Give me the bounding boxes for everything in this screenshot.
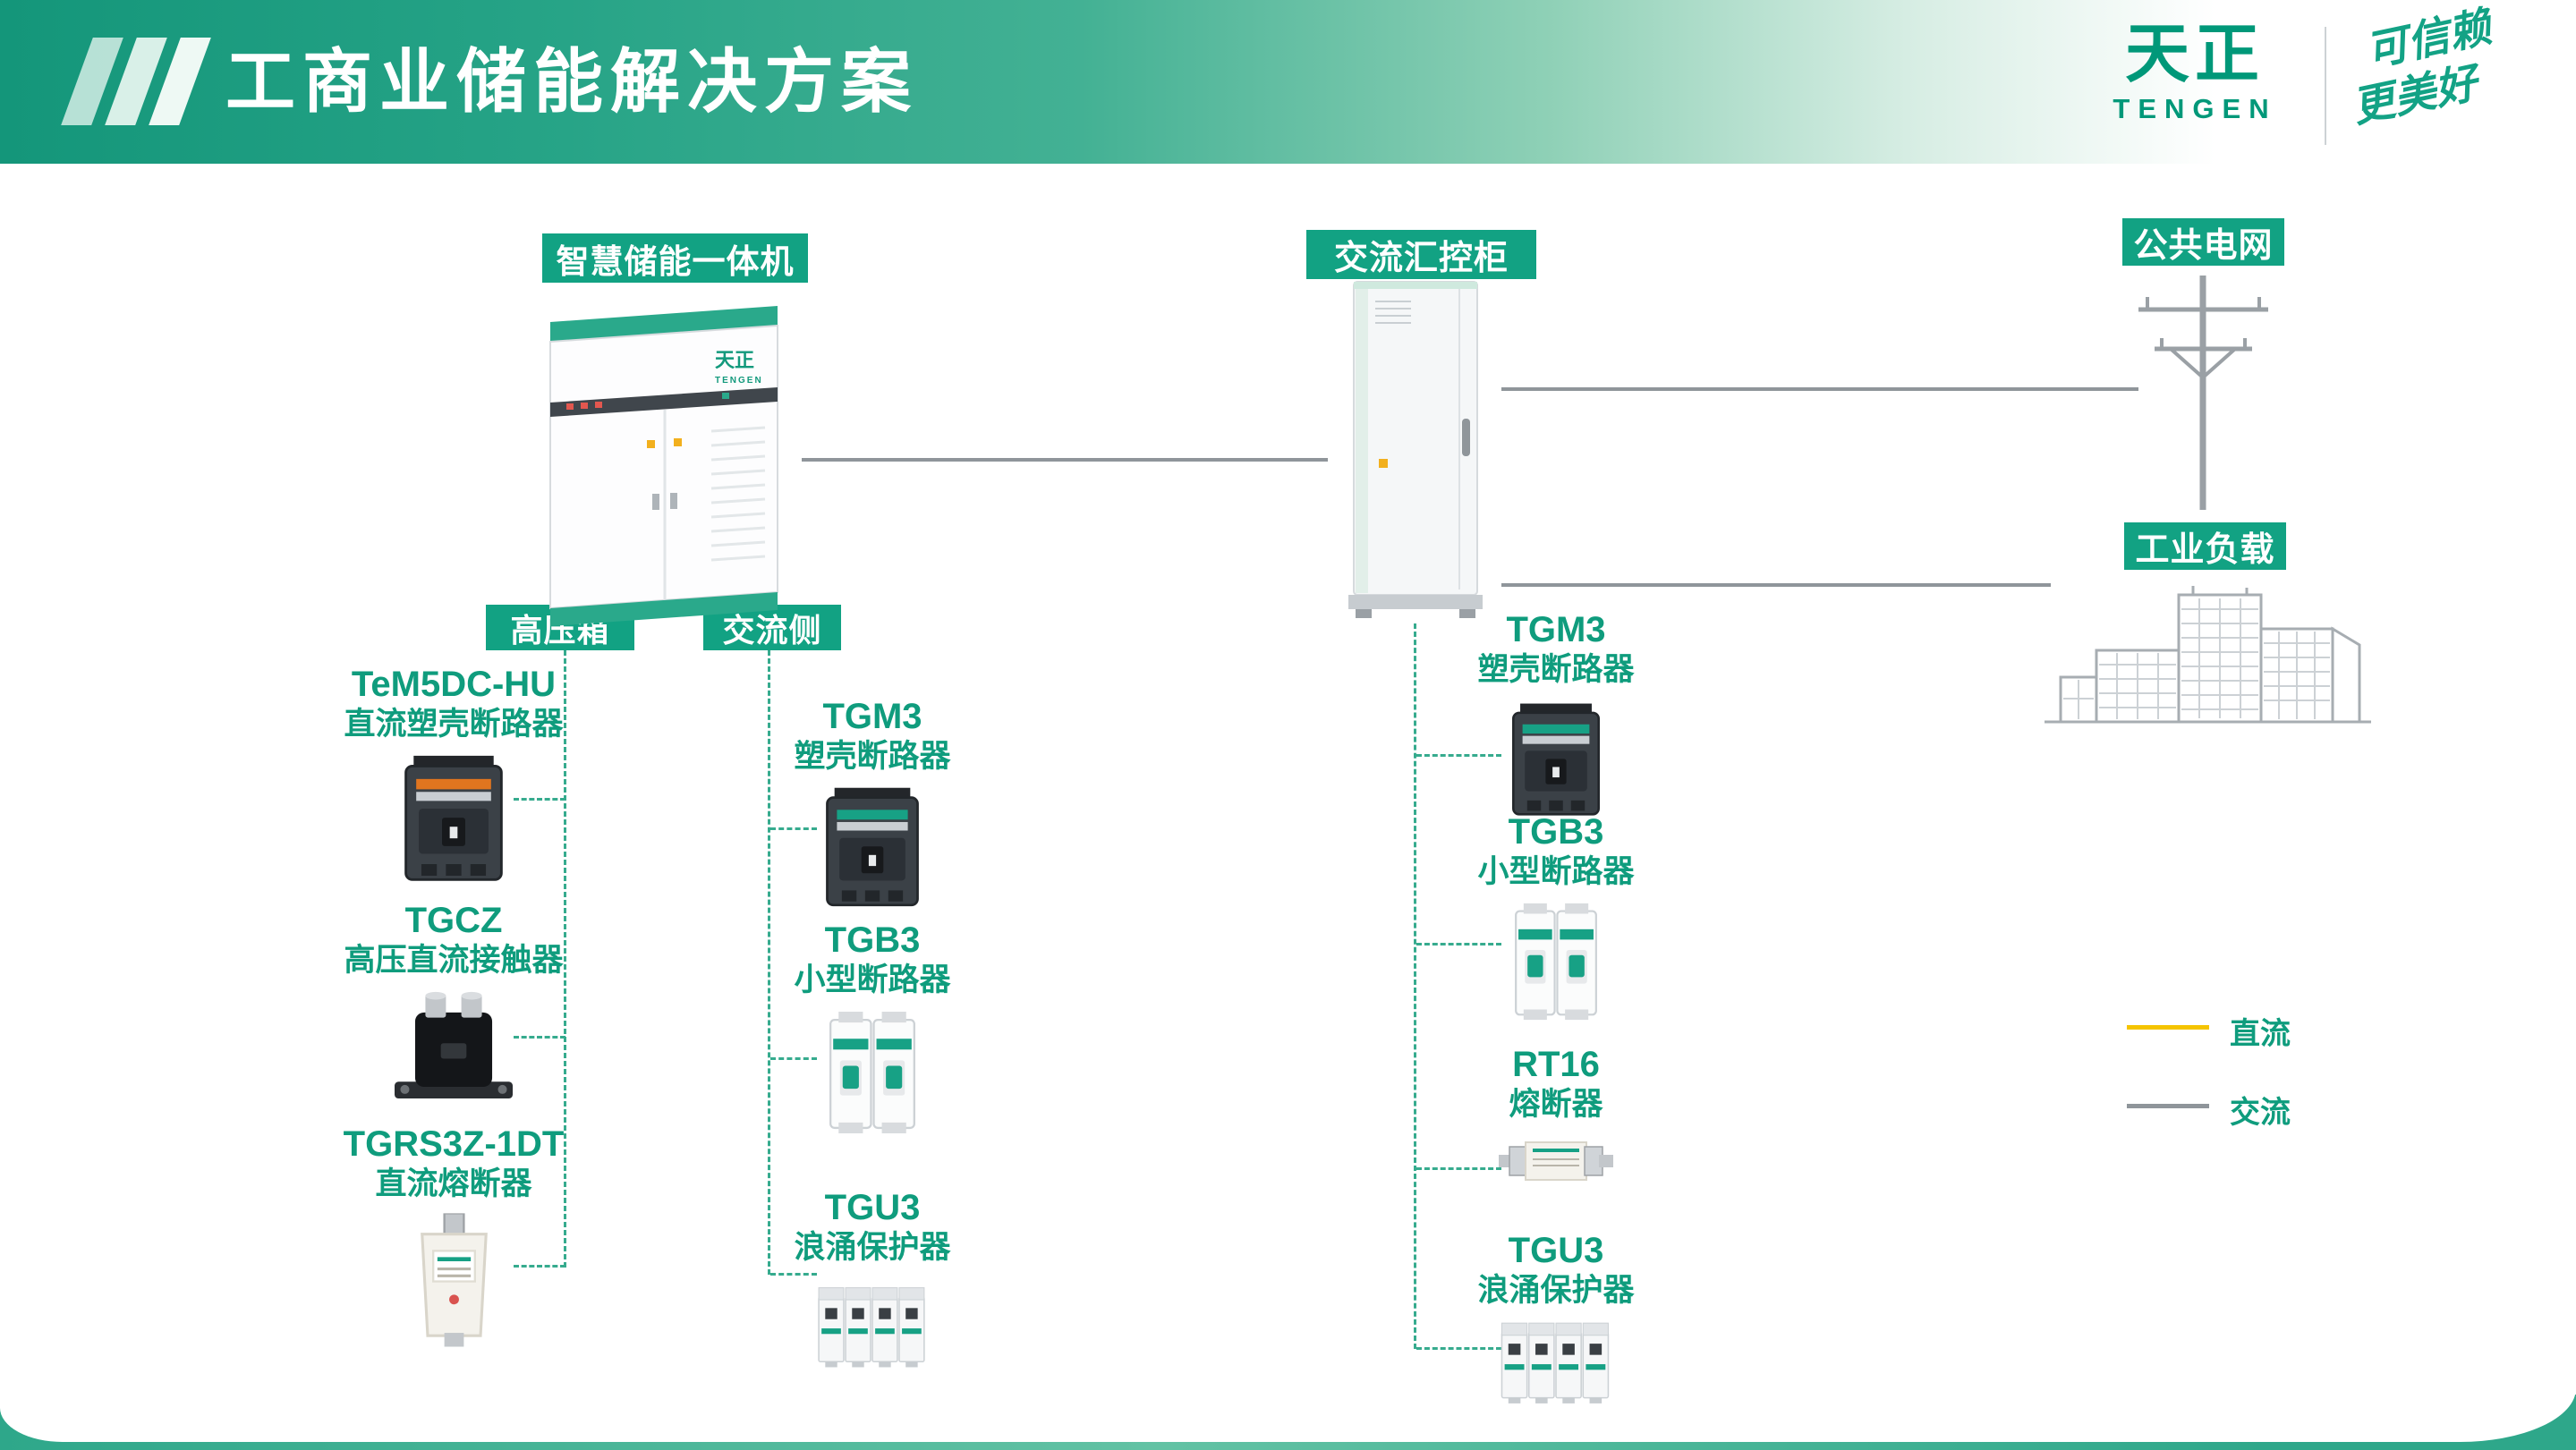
product-model: TGB3 xyxy=(1508,812,1604,852)
product-tgrs3z-1dt: TGRS3Z-1DT 直流熔断器 xyxy=(319,1124,588,1347)
product-tgm3-acside: TGM3 塑壳断路器 xyxy=(738,696,1007,912)
product-name: 直流塑壳断路器 xyxy=(344,707,564,742)
mccb-product-image xyxy=(1504,699,1608,824)
mcb-product-image xyxy=(1511,901,1601,1022)
product-name: 小型断路器 xyxy=(1477,854,1635,890)
badge-storage-unit: 智慧储能一体机 xyxy=(542,233,808,283)
dashed-spine-ac-cabinet xyxy=(1414,623,1416,1349)
mcb-product-image xyxy=(828,1009,917,1136)
dashed-stub-acside-3 xyxy=(770,1273,817,1276)
product-tgu3-acside: TGU3 浪涌保护器 xyxy=(738,1187,1007,1377)
badge-ac-cabinet: 交流汇控柜 xyxy=(1306,230,1536,279)
dashed-stub-hv-1 xyxy=(514,798,565,801)
mccb-dc-product-image xyxy=(395,753,512,887)
dc-fuse-product-image xyxy=(403,1213,506,1347)
product-name: 熔断器 xyxy=(1509,1087,1603,1123)
legend-ac-line xyxy=(2127,1104,2209,1108)
dashed-spine-hv-box xyxy=(564,650,566,1268)
cabinet-brand-text: 天正 xyxy=(715,349,754,371)
dashed-stub-acside-2 xyxy=(770,1057,817,1060)
dashed-spine-ac-side xyxy=(768,650,770,1275)
badge-industrial-load: 工业负载 xyxy=(2124,522,2286,570)
cabinet-brand-subtext: TENGEN xyxy=(715,376,763,386)
line-accabinet-to-load xyxy=(1501,583,2051,587)
brand-name: 天正 xyxy=(2124,19,2265,90)
legend-dc-label: 直流 xyxy=(2230,1017,2291,1051)
industrial-load-illustration xyxy=(2045,586,2371,729)
product-tgm3-accab: TGM3 塑壳断路器 xyxy=(1422,609,1690,824)
page-title: 工商业储能解决方案 xyxy=(225,42,919,121)
dashed-stub-accab-1 xyxy=(1416,754,1501,757)
product-tem5dc-hu: TeM5DC-HU 直流塑壳断路器 xyxy=(319,664,588,887)
dashed-stub-hv-3 xyxy=(514,1265,565,1268)
fuse-product-image xyxy=(1499,1133,1613,1189)
product-tgb3-accab: TGB3 小型断路器 xyxy=(1422,811,1690,1022)
triple-slash-icon xyxy=(61,38,211,125)
product-tgb3-acside: TGB3 小型断路器 xyxy=(738,920,1007,1136)
product-model: TGRS3Z-1DT xyxy=(343,1124,565,1164)
product-tgcz: TGCZ 高压直流接触器 xyxy=(319,900,588,1107)
product-name: 浪涌保护器 xyxy=(1477,1273,1635,1309)
storage-cabinet-illustration: 天正 TENGEN xyxy=(534,295,794,628)
line-accabinet-to-grid xyxy=(1501,387,2138,391)
legend-ac-label: 交流 xyxy=(2230,1096,2291,1130)
product-model: TGCZ xyxy=(404,901,503,940)
dashed-stub-accab-2 xyxy=(1416,943,1501,945)
legend-dc-line xyxy=(2127,1025,2209,1030)
product-name: 浪涌保护器 xyxy=(794,1230,951,1266)
product-tgu3-accab: TGU3 浪涌保护器 xyxy=(1422,1230,1690,1405)
bottom-rounded-mask xyxy=(0,1335,2576,1442)
product-model: TeM5DC-HU xyxy=(351,665,557,704)
brand-subname: TENGEN xyxy=(2113,92,2277,124)
dashed-stub-acside-1 xyxy=(770,827,817,830)
badge-public-grid: 公共电网 xyxy=(2122,218,2284,266)
dc-contactor-product-image xyxy=(391,989,516,1107)
product-model: TGM3 xyxy=(822,697,922,736)
product-name: 直流熔断器 xyxy=(375,1166,532,1202)
product-name: 塑壳断路器 xyxy=(794,739,951,775)
product-model: TGU3 xyxy=(824,1188,921,1227)
product-name: 塑壳断路器 xyxy=(1477,652,1635,688)
spd-product-image xyxy=(1500,1319,1612,1405)
mccb-product-image xyxy=(816,785,929,912)
dashed-stub-hv-2 xyxy=(514,1036,565,1039)
product-name: 高压直流接触器 xyxy=(344,943,564,979)
ac-cabinet-illustration xyxy=(1327,271,1499,622)
dashed-stub-accab-3 xyxy=(1416,1167,1501,1170)
brand-divider xyxy=(2325,27,2326,145)
product-model: TGM3 xyxy=(1506,610,1606,649)
product-model: TGB3 xyxy=(824,920,921,960)
spd-product-image xyxy=(817,1276,928,1377)
brand-logo: 天正 TENGEN xyxy=(2110,21,2280,125)
product-model: TGU3 xyxy=(1508,1231,1604,1270)
header-band: 工商业储能解决方案 xyxy=(0,0,2576,164)
product-model: RT16 xyxy=(1512,1045,1600,1084)
product-name: 小型断路器 xyxy=(794,962,951,998)
product-rt16: RT16 熔断器 xyxy=(1422,1044,1690,1189)
line-storage-to-accabinet xyxy=(802,458,1328,462)
utility-pole-illustration xyxy=(2130,259,2277,514)
dashed-stub-accab-4 xyxy=(1416,1347,1501,1350)
